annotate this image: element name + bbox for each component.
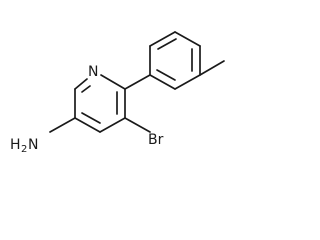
bond-c2-n-inner — [81, 85, 91, 93]
chemical-structure: N Br H 2 N — [10, 31, 225, 155]
atom-label-amine-h: H — [10, 137, 21, 153]
bond-n-c6 — [100, 74, 126, 90]
bond-t3-t4 — [174, 31, 201, 47]
bond-t2-t3-inner — [157, 38, 177, 50]
bond-t5-t6 — [174, 74, 201, 90]
amine-group: H 2 N — [10, 137, 38, 155]
bond-t2-t3 — [149, 31, 176, 47]
bond-t6-t1-inner — [156, 69, 176, 81]
bond-c5-c4 — [99, 117, 126, 133]
pyridine-ring — [74, 74, 126, 133]
bond-c3-nh2 — [49, 117, 76, 133]
bond-c5-br — [124, 117, 151, 133]
bond-t6-t1 — [149, 74, 176, 90]
bond-c4-c3 — [74, 117, 101, 133]
atom-label-nitrogen: N — [88, 64, 98, 80]
bond-methyl — [199, 60, 225, 76]
atom-label-amine-subscript: 2 — [21, 144, 27, 155]
bond-c6-aryl — [124, 74, 151, 90]
atom-label-amine-n: N — [28, 137, 38, 153]
atom-label-bromine: Br — [148, 132, 164, 148]
tolyl-ring — [149, 31, 201, 90]
bond-c2-n — [74, 78, 88, 90]
bond-c4-c3-inner — [81, 112, 101, 124]
